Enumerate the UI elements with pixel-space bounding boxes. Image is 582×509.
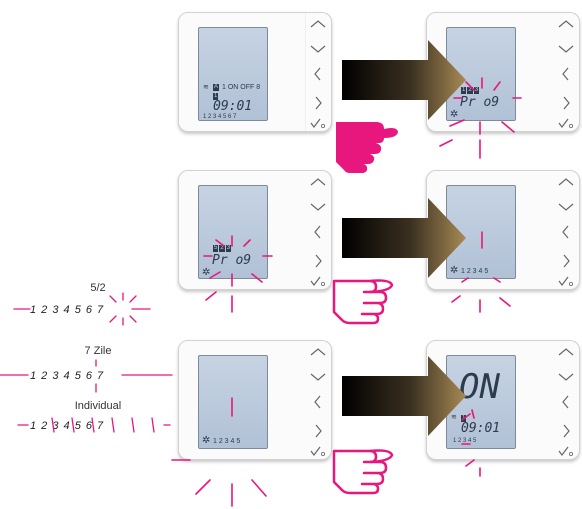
gear-icon: ✲ (202, 435, 211, 446)
pointing-hand-icon (332, 279, 394, 325)
checkmark-icon[interactable] (310, 276, 321, 286)
lcd-screen: ≋ A 1 ON OFF 8 1 09:01 1 2 3 4 5 6 7 (198, 27, 268, 121)
chevron-up-icon[interactable] (310, 20, 326, 28)
lcd-badge: A (213, 84, 220, 91)
chevron-right-icon[interactable] (563, 96, 570, 110)
control-buttons (310, 348, 326, 457)
control-buttons (305, 13, 326, 131)
chevron-right-icon[interactable] (563, 424, 570, 438)
checkmark-icon[interactable] (558, 446, 569, 456)
control-buttons (558, 178, 574, 287)
chevron-right-icon[interactable] (315, 254, 322, 268)
radiator-icon: ≋ (203, 84, 209, 91)
gear-icon: ✲ (450, 265, 459, 276)
chevron-left-icon[interactable] (562, 225, 569, 239)
thermostat-device-5: ✲ 1 2 3 4 5 (178, 340, 332, 460)
chevron-left-icon[interactable] (314, 225, 321, 239)
pointing-hand-icon (336, 122, 398, 173)
control-buttons (558, 348, 574, 457)
mode-52-days: 1 2 3 4 5 6 7 (30, 304, 105, 316)
chevron-left-icon[interactable] (314, 395, 321, 409)
lcd-time: 09:01 (461, 421, 501, 436)
control-buttons (310, 178, 326, 287)
chevron-up-icon[interactable] (558, 348, 574, 356)
lcd-badge: 3 (225, 245, 232, 252)
gear-icon: ✲ (450, 109, 459, 120)
checkmark-icon[interactable] (310, 446, 321, 456)
checkmark-icon[interactable] (310, 118, 321, 128)
lcd-program-text: Pr o9 (460, 95, 500, 110)
lcd-time: 09:01 (213, 99, 253, 114)
chevron-left-icon[interactable] (562, 67, 569, 81)
mode-7-title: 7 Zile (84, 345, 112, 357)
chevron-left-icon[interactable] (562, 395, 569, 409)
lcd-badge: 1 (461, 87, 467, 94)
thermostat-device-4: ✲ 1 2 3 4 5 (426, 170, 580, 290)
chevron-up-icon[interactable] (310, 178, 326, 186)
mode-7-days: 1 2 3 4 5 6 7 (30, 370, 105, 382)
chevron-up-icon[interactable] (558, 20, 574, 28)
lcd-days: 1 2 3 4 5 (453, 438, 477, 444)
chevron-down-icon[interactable] (558, 45, 574, 53)
lcd-screen: ON ≋ 1 09:01 1 2 3 4 5 (446, 355, 516, 449)
checkmark-icon[interactable] (558, 118, 569, 128)
lcd-badge: 3 (473, 87, 480, 94)
lcd-program-text: Pr o9 (212, 253, 252, 268)
lcd-badge: 5 (213, 245, 219, 252)
thermostat-device-1: ≋ A 1 ON OFF 8 1 09:01 1 2 3 4 5 6 7 (178, 12, 332, 132)
mode-52-title: 5/2 (90, 282, 106, 294)
lcd-screen: ✲ 1 2 3 4 5 (446, 185, 516, 279)
lcd-days: 1 2 3 4 5 (213, 438, 241, 445)
lcd-badge: 1 (213, 93, 219, 100)
chevron-down-icon[interactable] (558, 203, 574, 211)
chevron-down-icon[interactable] (310, 203, 326, 211)
lcd-badge: 2 (219, 245, 225, 252)
chevron-up-icon[interactable] (310, 348, 326, 356)
lcd-screen: ✲ 1 2 3 4 5 (198, 355, 268, 449)
lcd-on-text: ON (459, 367, 500, 407)
gear-icon: ✲ (202, 267, 211, 278)
checkmark-icon[interactable] (558, 276, 569, 286)
pointing-hand-icon (332, 449, 394, 495)
lcd-on-off-label: 1 ON OFF 8 (222, 84, 261, 91)
chevron-right-icon[interactable] (315, 424, 322, 438)
chevron-up-icon[interactable] (558, 178, 574, 186)
chevron-down-icon[interactable] (558, 373, 574, 381)
mode-individual-title: Individual (74, 400, 122, 412)
chevron-left-icon[interactable] (314, 67, 321, 81)
chevron-down-icon[interactable] (310, 45, 326, 53)
thermostat-device-6: ON ≋ 1 09:01 1 2 3 4 5 (426, 340, 580, 460)
lcd-days: 1 2 3 4 5 (461, 268, 489, 275)
chevron-right-icon[interactable] (315, 96, 322, 110)
mode-individual-days: 1 2 3 4 5 6 7 (30, 420, 105, 432)
lcd-days: 1 2 3 4 5 6 7 (203, 114, 237, 120)
chevron-down-icon[interactable] (310, 373, 326, 381)
lcd-badge: 2 (467, 87, 473, 94)
chevron-right-icon[interactable] (563, 254, 570, 268)
control-buttons (558, 20, 574, 129)
radiator-icon: ≋ (451, 414, 457, 421)
